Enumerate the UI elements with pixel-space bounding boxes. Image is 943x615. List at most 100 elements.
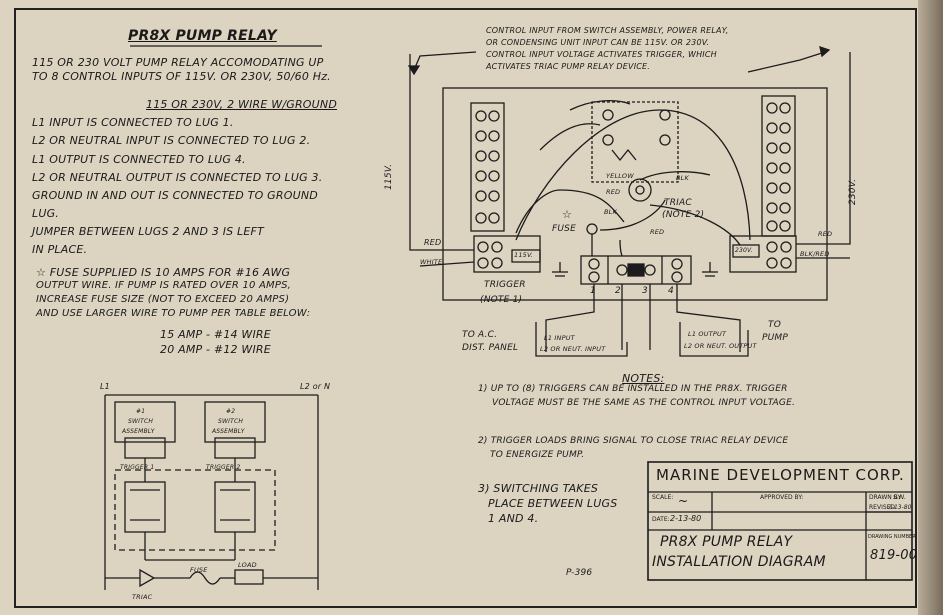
drawn-label: DRAWN BY (869, 494, 902, 501)
wiring-line-3: L1 OUTPUT IS CONNECTED TO LUG 4. (32, 153, 246, 166)
lug-strip (580, 255, 692, 285)
drawing-title-2: INSTALLATION DIAGRAM (652, 554, 826, 570)
label-fuse: FUSE (552, 224, 576, 234)
control-note-line-3: CONTROL INPUT VOLTAGE ACTIVATES TRIGGER,… (486, 50, 717, 59)
schematic-triac-label: TRIAC (132, 593, 153, 601)
wiring-line-5: GROUND IN AND OUT IS CONNECTED TO GROUND (32, 189, 318, 202)
label-l2-input: L2 OR NEUT. INPUT (540, 345, 606, 353)
label-triac: TRIAC (664, 198, 692, 208)
control-note-line-4: ACTIVATES TRIAC PUMP RELAY DEVICE. (486, 62, 651, 71)
label-pump: PUMP (762, 333, 789, 343)
label-l2-output: L2 OR NEUT. OUTPUT (684, 342, 757, 350)
wiring-line-2: L2 OR NEUTRAL INPUT IS CONNECTED TO LUG … (32, 134, 311, 147)
scale-label: SCALE: (652, 494, 674, 501)
lug-3-label: 3 (642, 286, 648, 296)
label-white: WHITE (420, 258, 443, 266)
switch-assembly-1-box (114, 401, 176, 443)
label-to-ac: TO A.C. (462, 330, 498, 340)
sheet-edge-shadow (918, 0, 943, 615)
date-value: 2-13-80 (670, 514, 702, 523)
page-reference: P-396 (566, 568, 593, 578)
note-3-line-3: 1 AND 4. (488, 512, 539, 525)
note-3-line-2: PLACE BETWEEN LUGS (488, 497, 618, 510)
right-terminal-screws (766, 102, 791, 232)
note-2-line-1: 2) TRIGGER LOADS BRING SIGNAL TO CLOSE T… (478, 436, 789, 446)
trigger-1-label: TRIGGER 1 (120, 464, 155, 471)
company-name: MARINE DEVELOPMENT CORP. (656, 466, 905, 484)
label-yellow: YELLOW (606, 172, 634, 180)
date-label: DATE: (652, 516, 670, 523)
lug-1-label: 1 (590, 286, 596, 296)
label-230v: 230V. (848, 178, 858, 205)
switch-2-label: SWITCH (218, 418, 244, 425)
fuse-symbol (586, 223, 598, 235)
scale-value: ~ (678, 494, 689, 508)
revised-value: 2-13-80 (888, 504, 912, 511)
title-block-frame (647, 461, 913, 581)
intro-line-1: 115 OR 230 VOLT PUMP RELAY ACCOMODATING … (32, 56, 324, 69)
switch-1-label: SWITCH (128, 418, 154, 425)
switch-2-num: #2 (226, 408, 236, 415)
schematic-l1: L1 (100, 382, 110, 391)
intro-line-2: TO 8 CONTROL INPUTS OF 115V. OR 230V, 50… (32, 70, 331, 83)
label-note-2: (NOTE 2) (662, 210, 705, 220)
switch-1-num: #1 (136, 408, 146, 415)
wiring-line-6: LUG. (32, 207, 60, 220)
fuse-note-line-4: AND USE LARGER WIRE TO PUMP PER TABLE BE… (36, 308, 311, 319)
trigger-board-right (729, 235, 797, 273)
schematic-l2: L2 or N (300, 382, 331, 391)
drawing-border (14, 8, 917, 608)
schematic-load-label: LOAD (238, 561, 257, 569)
wiring-line-4: L2 OR NEUTRAL OUTPUT IS CONNECTED TO LUG… (32, 171, 323, 184)
relay-enclosure-outline (442, 87, 828, 301)
wire-table-row-2: 20 AMP - #12 WIRE (160, 343, 271, 356)
note-1-line-2: VOLTAGE MUST BE THE SAME AS THE CONTROL … (492, 398, 796, 408)
control-note-line-2: OR CONDENSING UNIT INPUT CAN BE 115V. OR… (486, 38, 710, 47)
load-box (234, 569, 264, 585)
label-blk-1: BLK (676, 174, 689, 182)
wiring-line-8: IN PLACE. (32, 243, 88, 256)
revised-label: REVISED (869, 504, 896, 511)
control-note-line-1: CONTROL INPUT FROM SWITCH ASSEMBLY, POWE… (486, 26, 729, 35)
label-red-left: RED (424, 238, 442, 247)
trigger-group-dashed (114, 469, 276, 551)
label-trigger-box-115v: 115V. (514, 251, 534, 259)
lug-2-label: 2 (615, 286, 621, 296)
note-2-line-2: TO ENERGIZE PUMP. (490, 450, 585, 460)
label-red-mid: RED (606, 188, 621, 196)
left-terminal-screws (475, 110, 500, 224)
drawing-number: 819-00 (870, 548, 918, 563)
fuse-note-line-3: INCREASE FUSE SIZE (NOT TO EXCEED 20 AMP… (36, 294, 290, 305)
label-right-box-230v: 230V. (735, 247, 753, 254)
label-star: ☆ (562, 208, 573, 221)
switch-assembly-2-box (204, 401, 266, 443)
left-terminal-strip (470, 102, 505, 232)
label-l1-output: L1 OUTPUT (688, 330, 727, 338)
switch-2-label-2: ASSEMBLY (212, 428, 245, 435)
note-3-line-1: 3) SWITCHING TAKES (478, 482, 599, 495)
label-dist-panel: DIST. PANEL (462, 343, 519, 353)
schematic-fuse-label: FUSE (190, 566, 208, 574)
trigger-2-label: TRIGGER 2 (206, 464, 241, 471)
wiring-line-7: JUMPER BETWEEN LUGS 2 AND 3 IS LEFT (32, 225, 264, 238)
label-l1-input: L1 INPUT (544, 334, 575, 342)
label-to: TO (768, 320, 781, 330)
fuse-note-line-1: ☆ FUSE SUPPLIED IS 10 AMPS FOR #16 AWG (36, 266, 291, 279)
page-title: PR8X PUMP RELAY (128, 28, 277, 44)
drawn-value: S.N. (893, 493, 907, 501)
label-blk-2: BLK (604, 208, 617, 216)
label-trigger: TRIGGER (484, 280, 526, 290)
drawing-number-label: DRAWING NUMBER (868, 534, 916, 540)
fuse-note-line-2: OUTPUT WIRE. IF PUMP IS RATED OVER 10 AM… (36, 280, 291, 291)
label-note-1: (NOTE 1) (480, 295, 523, 305)
wire-table-row-1: 15 AMP - #14 WIRE (160, 328, 271, 341)
label-red-right: RED (818, 230, 833, 238)
note-1-line-1: 1) UP TO (8) TRIGGERS CAN BE INSTALLED I… (478, 384, 788, 394)
lug-4-label: 4 (668, 286, 674, 296)
label-red-low: RED (650, 228, 665, 236)
label-blk-red: BLK/RED (800, 250, 830, 258)
wiring-heading: 115 OR 230V, 2 WIRE W/GROUND (146, 98, 338, 111)
wiring-line-1: L1 INPUT IS CONNECTED TO LUG 1. (32, 116, 234, 129)
label-115v: 115V. (384, 163, 394, 190)
